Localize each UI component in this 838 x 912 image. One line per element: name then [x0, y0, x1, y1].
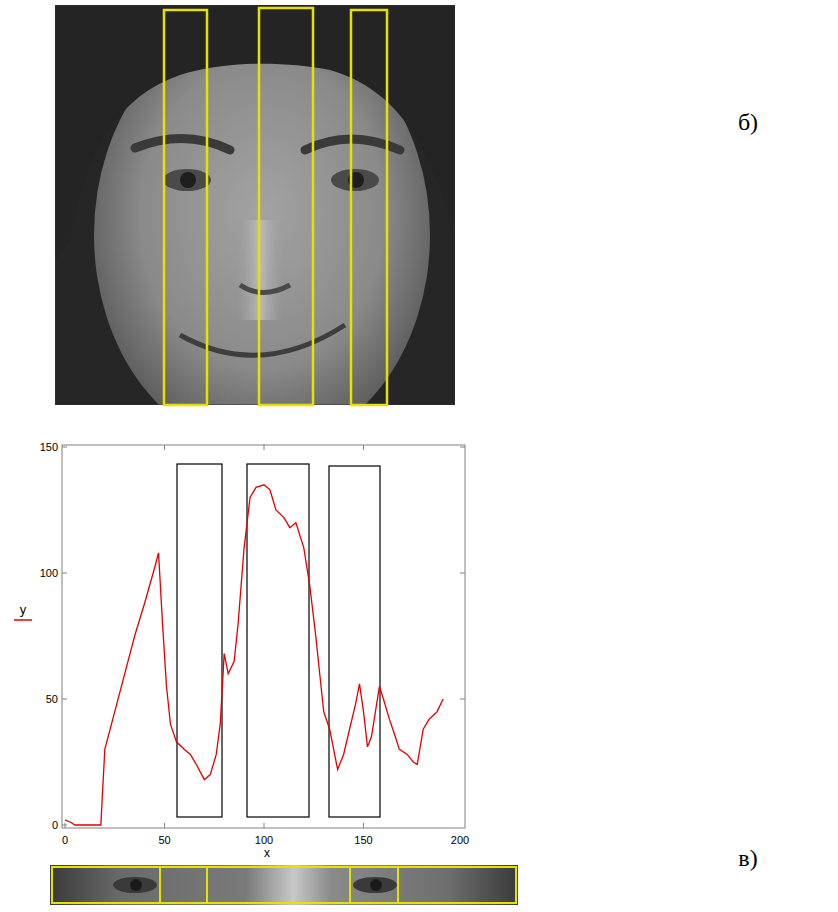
- plot-frame: [14, 445, 465, 828]
- profile-curve: [65, 485, 443, 825]
- tick-label: 150: [40, 442, 58, 453]
- legend-trace-line: [14, 619, 32, 621]
- panel-letter: в): [738, 846, 757, 870]
- tick-label: 50: [158, 835, 170, 846]
- region-frames: [177, 464, 380, 817]
- column-frames: [164, 8, 387, 405]
- tick-label: 100: [255, 835, 273, 846]
- axis-label: x: [264, 847, 270, 859]
- tick-label: 50: [46, 694, 58, 705]
- axis-label: y: [20, 603, 27, 616]
- tick-label: 100: [40, 568, 58, 579]
- panel-letter: б): [738, 110, 758, 134]
- face-photo: [55, 5, 455, 405]
- curve-layer: [65, 485, 443, 825]
- tick-label: 200: [451, 835, 469, 846]
- eye-strip: [50, 865, 518, 905]
- tick-label: 0: [62, 835, 68, 846]
- tick-label: 0: [52, 820, 58, 831]
- tick-label: 150: [354, 835, 372, 846]
